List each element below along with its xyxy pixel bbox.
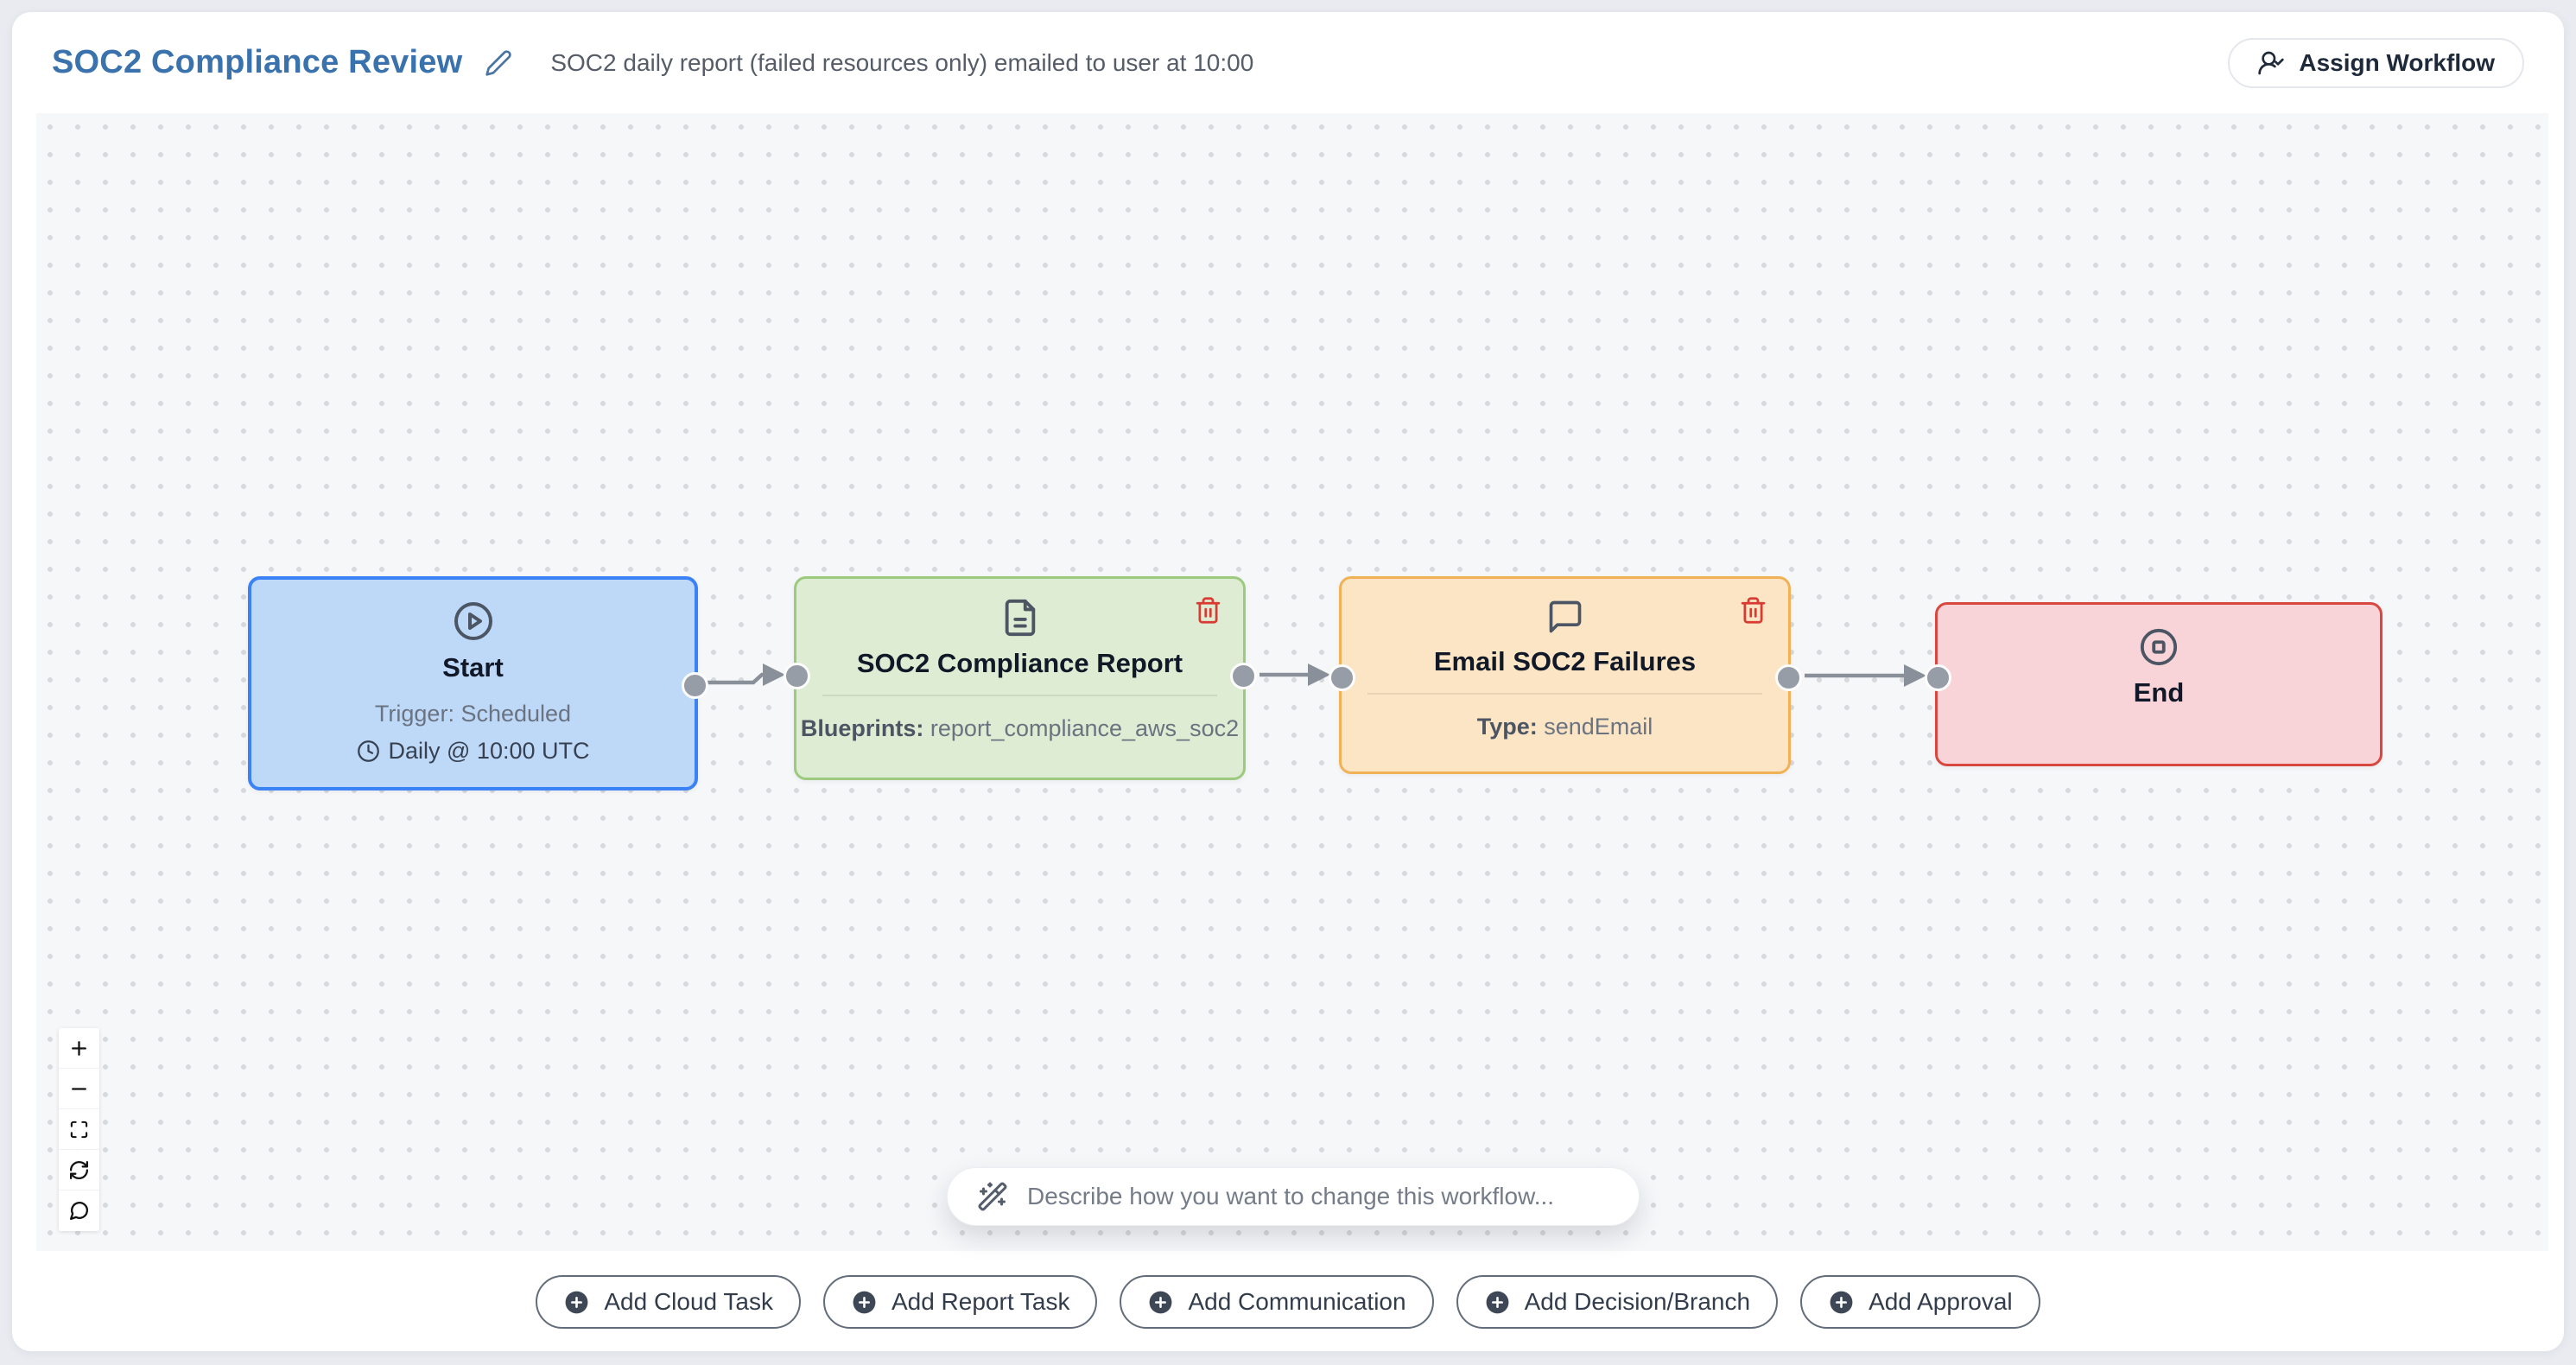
plus-circle-icon [1484, 1289, 1511, 1316]
assistant-prompt-input[interactable] [1027, 1183, 1609, 1210]
add-communication-button[interactable]: Add Communication [1120, 1275, 1434, 1329]
meta-value: report_compliance_aws_soc2 [930, 715, 1240, 741]
edge-start-report [700, 672, 765, 685]
canvas-controls [59, 1028, 99, 1231]
workflow-editor-panel: SOC2 Compliance Review SOC2 daily report… [12, 12, 2564, 1351]
minus-icon [72, 1087, 86, 1090]
node-end[interactable]: End [1924, 602, 2382, 766]
source-handle[interactable] [1229, 663, 1257, 689]
file-text-icon [1000, 598, 1040, 638]
node-title: Start [442, 652, 504, 682]
stop-circle-icon [2139, 627, 2179, 667]
target-handle[interactable] [783, 663, 810, 689]
message-square-icon [1546, 598, 1584, 636]
schedule-label: Daily @ 10:00 UTC [388, 738, 590, 764]
assign-workflow-button[interactable]: Assign Workflow [2228, 37, 2524, 88]
assign-workflow-label: Assign Workflow [2299, 48, 2495, 76]
node-title: End [2133, 677, 2185, 708]
plus-circle-icon [1828, 1289, 1855, 1316]
arrowhead [1904, 664, 1926, 687]
node-soc2-compliance-report[interactable]: SOC2 Compliance Report Blueprints: repor… [783, 576, 1257, 780]
zoom-out-button[interactable] [59, 1069, 99, 1109]
node-start[interactable]: Start Trigger: Scheduled Daily @ 10:00 U… [248, 576, 708, 790]
play-circle-icon [453, 600, 494, 642]
node-meta: Type: sendEmail [1477, 714, 1653, 740]
clock-icon [357, 740, 379, 762]
arrowhead [1308, 663, 1330, 686]
zoom-in-button[interactable] [59, 1028, 99, 1069]
workflow-canvas[interactable]: Start Trigger: Scheduled Daily @ 10:00 U… [36, 113, 2548, 1251]
refresh-icon [69, 1160, 89, 1179]
button-label: Add Decision/Branch [1524, 1288, 1751, 1315]
arrowhead [763, 663, 785, 686]
add-approval-button[interactable]: Add Approval [1800, 1275, 2040, 1329]
delete-node-button[interactable] [1194, 596, 1222, 625]
plus-circle-icon [1147, 1289, 1174, 1316]
button-label: Add Communication [1188, 1288, 1406, 1315]
assistant-prompt-bar[interactable] [947, 1167, 1640, 1226]
source-handle[interactable] [1774, 664, 1802, 691]
maximize-icon [70, 1121, 88, 1138]
add-report-task-button[interactable]: Add Report Task [822, 1275, 1098, 1329]
refresh-layout-button[interactable] [59, 1150, 99, 1190]
meta-value: sendEmail [1544, 714, 1653, 740]
plus-icon [72, 1040, 86, 1056]
button-label: Add Approval [1869, 1288, 2013, 1315]
add-decision-branch-button[interactable]: Add Decision/Branch [1456, 1275, 1779, 1329]
node-divider [822, 695, 1217, 696]
target-handle[interactable] [1924, 664, 1951, 691]
plus-circle-icon [563, 1289, 590, 1316]
fit-view-button[interactable] [59, 1109, 99, 1150]
wand-sparkles-icon [977, 1181, 1008, 1212]
user-check-icon [2258, 51, 2285, 74]
node-meta: Blueprints: report_compliance_aws_soc2 [801, 715, 1239, 742]
meta-label: Blueprints: [800, 715, 924, 741]
header: SOC2 Compliance Review SOC2 daily report… [12, 12, 2564, 113]
workflow-description: SOC2 daily report (failed resources only… [550, 48, 1254, 76]
target-handle[interactable] [1328, 664, 1355, 691]
node-title: SOC2 Compliance Report [856, 648, 1183, 678]
node-email-soc2-failures[interactable]: Email SOC2 Failures Type: sendEmail [1328, 576, 1802, 774]
node-title: Email SOC2 Failures [1433, 646, 1697, 676]
message-circle-icon [69, 1202, 88, 1221]
pencil-icon [485, 49, 512, 76]
source-handle[interactable] [681, 672, 708, 699]
trash-icon [1196, 597, 1221, 624]
add-cloud-task-button[interactable]: Add Cloud Task [536, 1275, 801, 1329]
button-label: Add Cloud Task [604, 1288, 773, 1315]
plus-circle-icon [851, 1289, 878, 1316]
comments-button[interactable] [59, 1190, 99, 1231]
schedule-row: Daily @ 10:00 UTC [357, 738, 590, 765]
delete-node-button[interactable] [1739, 596, 1767, 625]
page-title: SOC2 Compliance Review [52, 44, 463, 80]
meta-label: Type: [1476, 714, 1538, 740]
node-divider [1367, 693, 1762, 695]
button-label: Add Report Task [891, 1288, 1070, 1315]
add-task-toolbar: Add Cloud Task Add Report Task Add Commu… [12, 1275, 2564, 1329]
trigger-label: Trigger: Scheduled [374, 701, 572, 727]
edit-title-button[interactable] [485, 49, 512, 77]
trash-icon [1741, 597, 1766, 624]
